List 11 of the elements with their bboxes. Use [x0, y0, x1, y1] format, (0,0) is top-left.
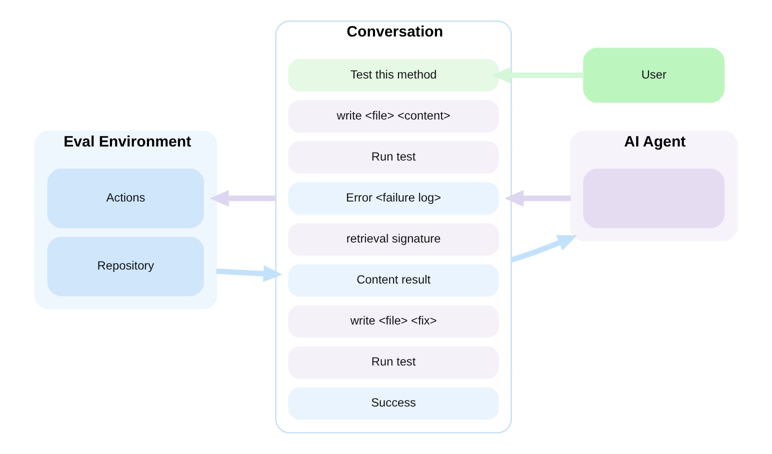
node-box: User — [583, 48, 725, 103]
arrow — [210, 190, 276, 207]
node-box: Actions — [47, 168, 204, 228]
arrow — [504, 190, 571, 207]
arrow — [510, 235, 577, 263]
arrow — [216, 265, 283, 282]
node-box: Repository — [47, 236, 204, 296]
node-box — [583, 168, 725, 228]
cluster: AI Agent — [570, 130, 738, 242]
arrow — [492, 66, 584, 84]
node-box: Test this method — [288, 59, 499, 92]
